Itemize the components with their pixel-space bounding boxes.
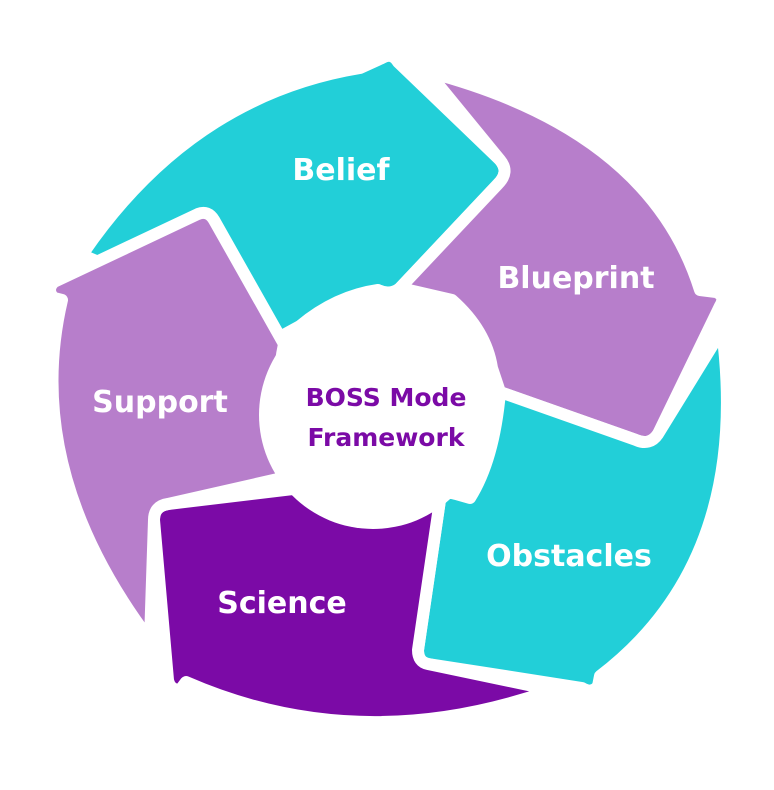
support-label: Support [92, 385, 228, 420]
center-title-line1: BOSS Mode [306, 383, 467, 412]
center-title-line2: Framework [308, 423, 466, 452]
obstacles-label: Obstacles [486, 539, 652, 574]
support-segment [44, 206, 306, 646]
belief-label: Belief [292, 153, 390, 188]
blueprint-label: Blueprint [497, 261, 654, 296]
science-label: Science [217, 586, 347, 621]
center-circle [259, 301, 487, 529]
